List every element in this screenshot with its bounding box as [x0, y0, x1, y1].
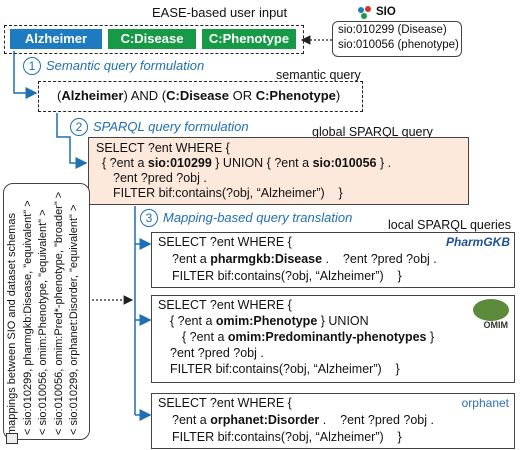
local-query-orphanet: SELECT ?ent WHERE { ?ent a orphanet:Diso… [151, 393, 515, 449]
global-line4: FILTER bif:contains(?obj, “Alzheimer”) } [113, 186, 343, 200]
sio-line-disease: sio:010299 (Disease) [338, 24, 447, 36]
step3-number: 3 [140, 209, 158, 227]
step2-title: SPARQL query formulation [93, 119, 249, 134]
pharmgkb-line1: SELECT ?ent WHERE { [158, 235, 292, 249]
orphanet-line3: FILTER bif:contains(?obj, “Alzheimer”) } [172, 430, 402, 444]
omim-line3: { ?ent a omim:Predominantly-phenotypes } [182, 330, 435, 344]
step2-number: 2 [70, 118, 88, 136]
step3-title: Mapping-based query translation [163, 210, 353, 225]
local-query-pharmgkb: SELECT ?ent WHERE { ?ent a pharmgkb:Dise… [151, 232, 515, 288]
omim-logo: OMIM [483, 320, 509, 330]
omim-globe-icon [473, 299, 509, 321]
mappings-table-icon [6, 433, 18, 444]
mapping-item: < sio:010299, pharmgkb:Disease, "equival… [21, 200, 34, 435]
global-query-box: SELECT ?ent WHERE { { ?ent a sio:010299 … [88, 137, 469, 205]
mappings-box [3, 183, 90, 440]
input-title: EASE-based user input [152, 5, 288, 20]
omim-line1: SELECT ?ent WHERE { [158, 298, 292, 312]
user-input-box [4, 25, 304, 54]
mappings-title: mappings between SIO and dataset schemas [6, 213, 18, 435]
input-chip-phenotype[interactable]: C:Phenotype [202, 29, 296, 49]
omim-line2: { ?ent a omim:Phenotype } UNION [170, 314, 369, 328]
mappings-rotated: mappings between SIO and dataset schemas… [5, 185, 85, 435]
semantic-query-caption: semantic query [276, 68, 361, 82]
orphanet-line1: SELECT ?ent WHERE { [158, 396, 292, 410]
local-query-omim: SELECT ?ent WHERE { { ?ent a omim:Phenot… [151, 295, 515, 383]
input-chip-alzheimer[interactable]: Alzheimer [10, 29, 102, 49]
pharmgkb-line2: ?ent a pharmgkb:Disease . ?ent ?pred ?ob… [172, 252, 437, 266]
mapping-item: < sio:010299, orphanet:Disorder, "equiva… [68, 204, 80, 435]
pharmgkb-logo: PharmGKB [445, 235, 510, 249]
orphanet-line2: ?ent a orphanet:Disorder . ?ent ?pred ?o… [172, 413, 434, 427]
sio-logo-icon [356, 5, 376, 21]
orphanet-logo: orphanet [461, 396, 509, 410]
step1-number: 1 [23, 57, 41, 75]
arrow-step1 [13, 51, 38, 99]
sio-box: sio:010299 (Disease) sio:010056 (phenoty… [332, 21, 462, 57]
step1-title: Semantic query formulation [46, 58, 205, 73]
omim-line4: ?ent ?pred ?obj . [170, 346, 264, 360]
semantic-query-text: (Alzheimer) AND (C:Disease OR C:Phenotyp… [57, 88, 341, 103]
omim-line5: FILTER bif:contains(?obj, “Alzheimer”) } [170, 362, 400, 376]
pharmgkb-line3: FILTER bif:contains(?obj, “Alzheimer”) } [172, 269, 402, 283]
mapping-item: < sio:010056, omim:Phenotype, "equivalen… [37, 209, 49, 435]
global-line2: { ?ent a sio:010299 } UNION { ?ent a sio… [102, 156, 392, 170]
mapping-item: < sio:010056, omim:Pred*-phenotype, "bro… [52, 191, 65, 435]
input-chip-disease[interactable]: C:Disease [108, 29, 196, 49]
sio-logo-text: SIO [376, 6, 396, 18]
local-queries-caption: local SPARQL queries [388, 218, 511, 232]
global-line3: ?ent ?pred ?obj . [113, 171, 207, 185]
sio-line-phenotype: sio:010056 (phenotype) [338, 39, 459, 51]
global-line1: SELECT ?ent WHERE { [96, 141, 230, 155]
semantic-query-box: (Alzheimer) AND (C:Disease OR C:Phenotyp… [38, 81, 363, 112]
global-query-caption: global SPARQL query [312, 125, 433, 139]
arrow-step2 [56, 113, 88, 169]
